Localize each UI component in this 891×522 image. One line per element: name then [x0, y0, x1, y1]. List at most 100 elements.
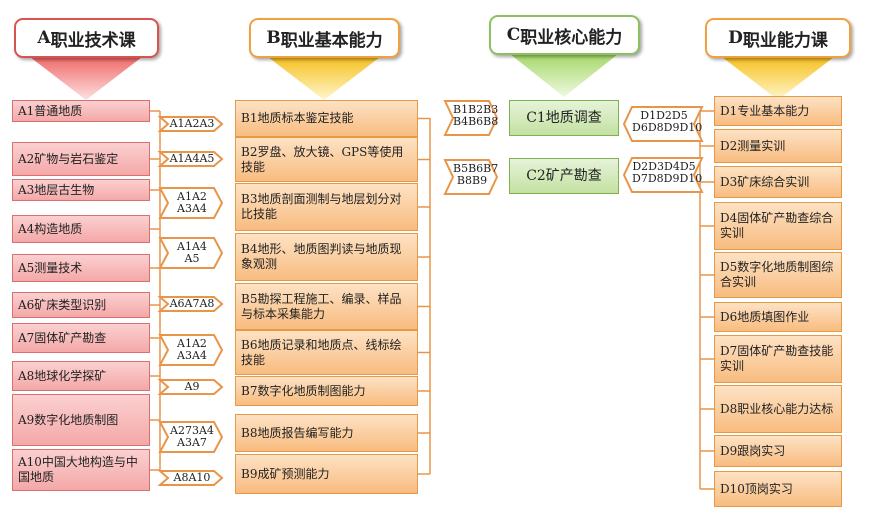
a-course-10: A10中国大地构造与中国地质 — [12, 449, 150, 491]
d-course-10-label: D10顶岗实习 — [720, 481, 793, 496]
ab-arrow-4 — [158, 237, 224, 269]
a-course-10-label: A10中国大地构造与中国地质 — [18, 455, 138, 484]
d-course-5: D5数字化地质制图综合实训 — [714, 252, 842, 298]
ab-connector-3: A1A2 A3A4 — [177, 190, 207, 215]
b-ability-3-label: B3地质剖面测制与地层划分对比技能 — [241, 192, 402, 221]
ab-connector-9: A8A10 — [173, 471, 211, 484]
d-course-2-label: D2测量实训 — [720, 138, 786, 153]
bc-connector-1: B1B2B3 B4B6B8 — [453, 103, 499, 128]
b-ability-7: B7数字化地质制图能力 — [235, 376, 418, 406]
header-b-title: 职业基本能力 — [280, 30, 383, 51]
funnel-d — [722, 57, 834, 100]
a-course-4: A4构造地质 — [12, 215, 150, 243]
header-a-title: 职业技术课 — [50, 30, 136, 51]
b-ability-6: B6地质记录和地质点、线标绘技能 — [235, 330, 418, 375]
c-core-1-label: C1地质调查 — [526, 109, 602, 126]
funnel-a — [30, 57, 142, 100]
ab-arrow-8 — [158, 421, 224, 453]
d-course-6: D6地质填图作业 — [714, 302, 842, 332]
a-course-3: A3地层古生物 — [12, 179, 150, 201]
b-ability-8-label: B8地质报告编写能力 — [241, 425, 354, 440]
d-course-1: D1专业基本能力 — [714, 96, 842, 126]
ab-arrow-5 — [157, 296, 224, 312]
b-ability-1-label: B1地质标本鉴定技能 — [241, 111, 354, 125]
a-course-9-label: A9数字化地质制图 — [18, 412, 119, 427]
header-a-prefix: A — [37, 28, 51, 48]
b-ability-3: B3地质剖面测制与地层划分对比技能 — [235, 183, 418, 231]
b-ability-7-label: B7数字化地质制图能力 — [241, 383, 366, 398]
funnel-b — [268, 57, 380, 100]
cd-arrow-2 — [622, 157, 704, 193]
ab-connector-6: A1A2 A3A4 — [177, 337, 207, 362]
a-course-8-label: A8地球化学探矿 — [18, 368, 107, 383]
d-course-3: D3矿床综合实训 — [714, 166, 842, 198]
d-course-5-label: D5数字化地质制图综合实训 — [720, 260, 834, 289]
ab-arrow-2 — [157, 151, 224, 167]
d-course-9: D9跟岗实习 — [714, 435, 842, 467]
d-course-2: D2测量实训 — [714, 129, 842, 163]
ab-arrow-3 — [158, 187, 224, 219]
ab-arrow-1 — [157, 116, 224, 132]
ab-arrow-9 — [157, 470, 224, 486]
bc-arrow-1 — [443, 100, 499, 136]
cd-connector-1: D1D2D5 D6D8D9D10 — [632, 109, 703, 134]
a-course-7: A7固体矿产勘查 — [12, 323, 150, 353]
d-course-7: D7固体矿产勘查技能实训 — [714, 335, 842, 383]
ab-arrow-7 — [157, 379, 224, 395]
b-ability-6-label: B6地质记录和地质点、线标绘技能 — [241, 337, 402, 367]
cd-arrow-1 — [622, 106, 704, 142]
b-ability-2: B2罗盘、放大镜、GPS等使用技能 — [235, 137, 418, 182]
d-course-8: D8职业核心能力达标 — [714, 385, 842, 433]
header-c-prefix: C — [506, 25, 521, 45]
a-course-8: A8地球化学探矿 — [12, 361, 150, 391]
b-ability-4-label: B4地形、地质图判读与地质现象观测 — [241, 242, 402, 271]
c-core-2: C2矿产勘查 — [509, 158, 619, 194]
b-ability-9-label: B9成矿预测能力 — [241, 466, 330, 481]
d-course-6-label: D6地质填图作业 — [720, 309, 810, 324]
a-course-2-label: A2矿物与岩石鉴定 — [18, 151, 119, 166]
d-course-7-label: D7固体矿产勘查技能实训 — [720, 344, 834, 373]
a-course-5-label: A5测量技术 — [18, 260, 83, 275]
a-course-7-label: A7固体矿产勘查 — [18, 330, 107, 345]
funnel-c — [510, 54, 618, 97]
d-course-4-label: D4固体矿产勘查综合实训 — [720, 211, 834, 240]
a-course-5: A5测量技术 — [12, 254, 150, 282]
b-ability-8: B8地质报告编写能力 — [235, 414, 418, 452]
c-core-2-label: C2矿产勘查 — [526, 167, 602, 184]
bc-arrow-2 — [443, 159, 499, 195]
d-course-1-label: D1专业基本能力 — [720, 103, 810, 118]
d-course-8-label: D8职业核心能力达标 — [720, 401, 834, 416]
b-ability-2-label: B2罗盘、放大镜、GPS等使用技能 — [241, 144, 404, 174]
c-core-1: C1地质调查 — [509, 100, 619, 136]
ab-connector-4: A1A4 A5 — [177, 240, 207, 265]
ab-connector-1: A1A2A3 — [169, 117, 215, 130]
bc-connector-2: B5B6B7 B8B9 — [453, 162, 499, 187]
a-course-1-label: A1普通地质 — [18, 103, 83, 118]
d-course-10: D10顶岗实习 — [714, 471, 842, 507]
d-course-3-label: D3矿床综合实训 — [720, 174, 810, 189]
b-ability-5: B5勘探工程施工、编录、样品与标本采集能力 — [235, 283, 418, 330]
a-course-2: A2矿物与岩石鉴定 — [12, 142, 150, 176]
a-course-9: A9数字化地质制图 — [12, 394, 150, 446]
ab-connector-2: A1A4A5 — [169, 152, 215, 165]
d-course-4: D4固体矿产勘查综合实训 — [714, 202, 842, 250]
a-course-6: A6矿床类型识别 — [12, 292, 150, 318]
d-course-9-label: D9跟岗实习 — [720, 443, 786, 458]
ab-arrow-6 — [158, 334, 224, 366]
a-course-3-label: A3地层古生物 — [18, 182, 95, 197]
ab-connector-7: A9 — [184, 380, 200, 393]
cd-connector-2: D2D3D4D5 D7D8D9D10 — [632, 160, 703, 185]
ab-connector-5: A6A7A8 — [169, 297, 215, 310]
b-ability-5-label: B5勘探工程施工、编录、样品与标本采集能力 — [241, 291, 402, 321]
a-course-1: A1普通地质 — [12, 100, 150, 122]
b-ability-9: B9成矿预测能力 — [235, 454, 418, 494]
header-d-title: 职业能力课 — [742, 30, 828, 51]
header-b-prefix: B — [266, 28, 281, 48]
a-course-6-label: A6矿床类型识别 — [18, 297, 107, 312]
b-ability-1: B1地质标本鉴定技能 — [235, 100, 418, 137]
